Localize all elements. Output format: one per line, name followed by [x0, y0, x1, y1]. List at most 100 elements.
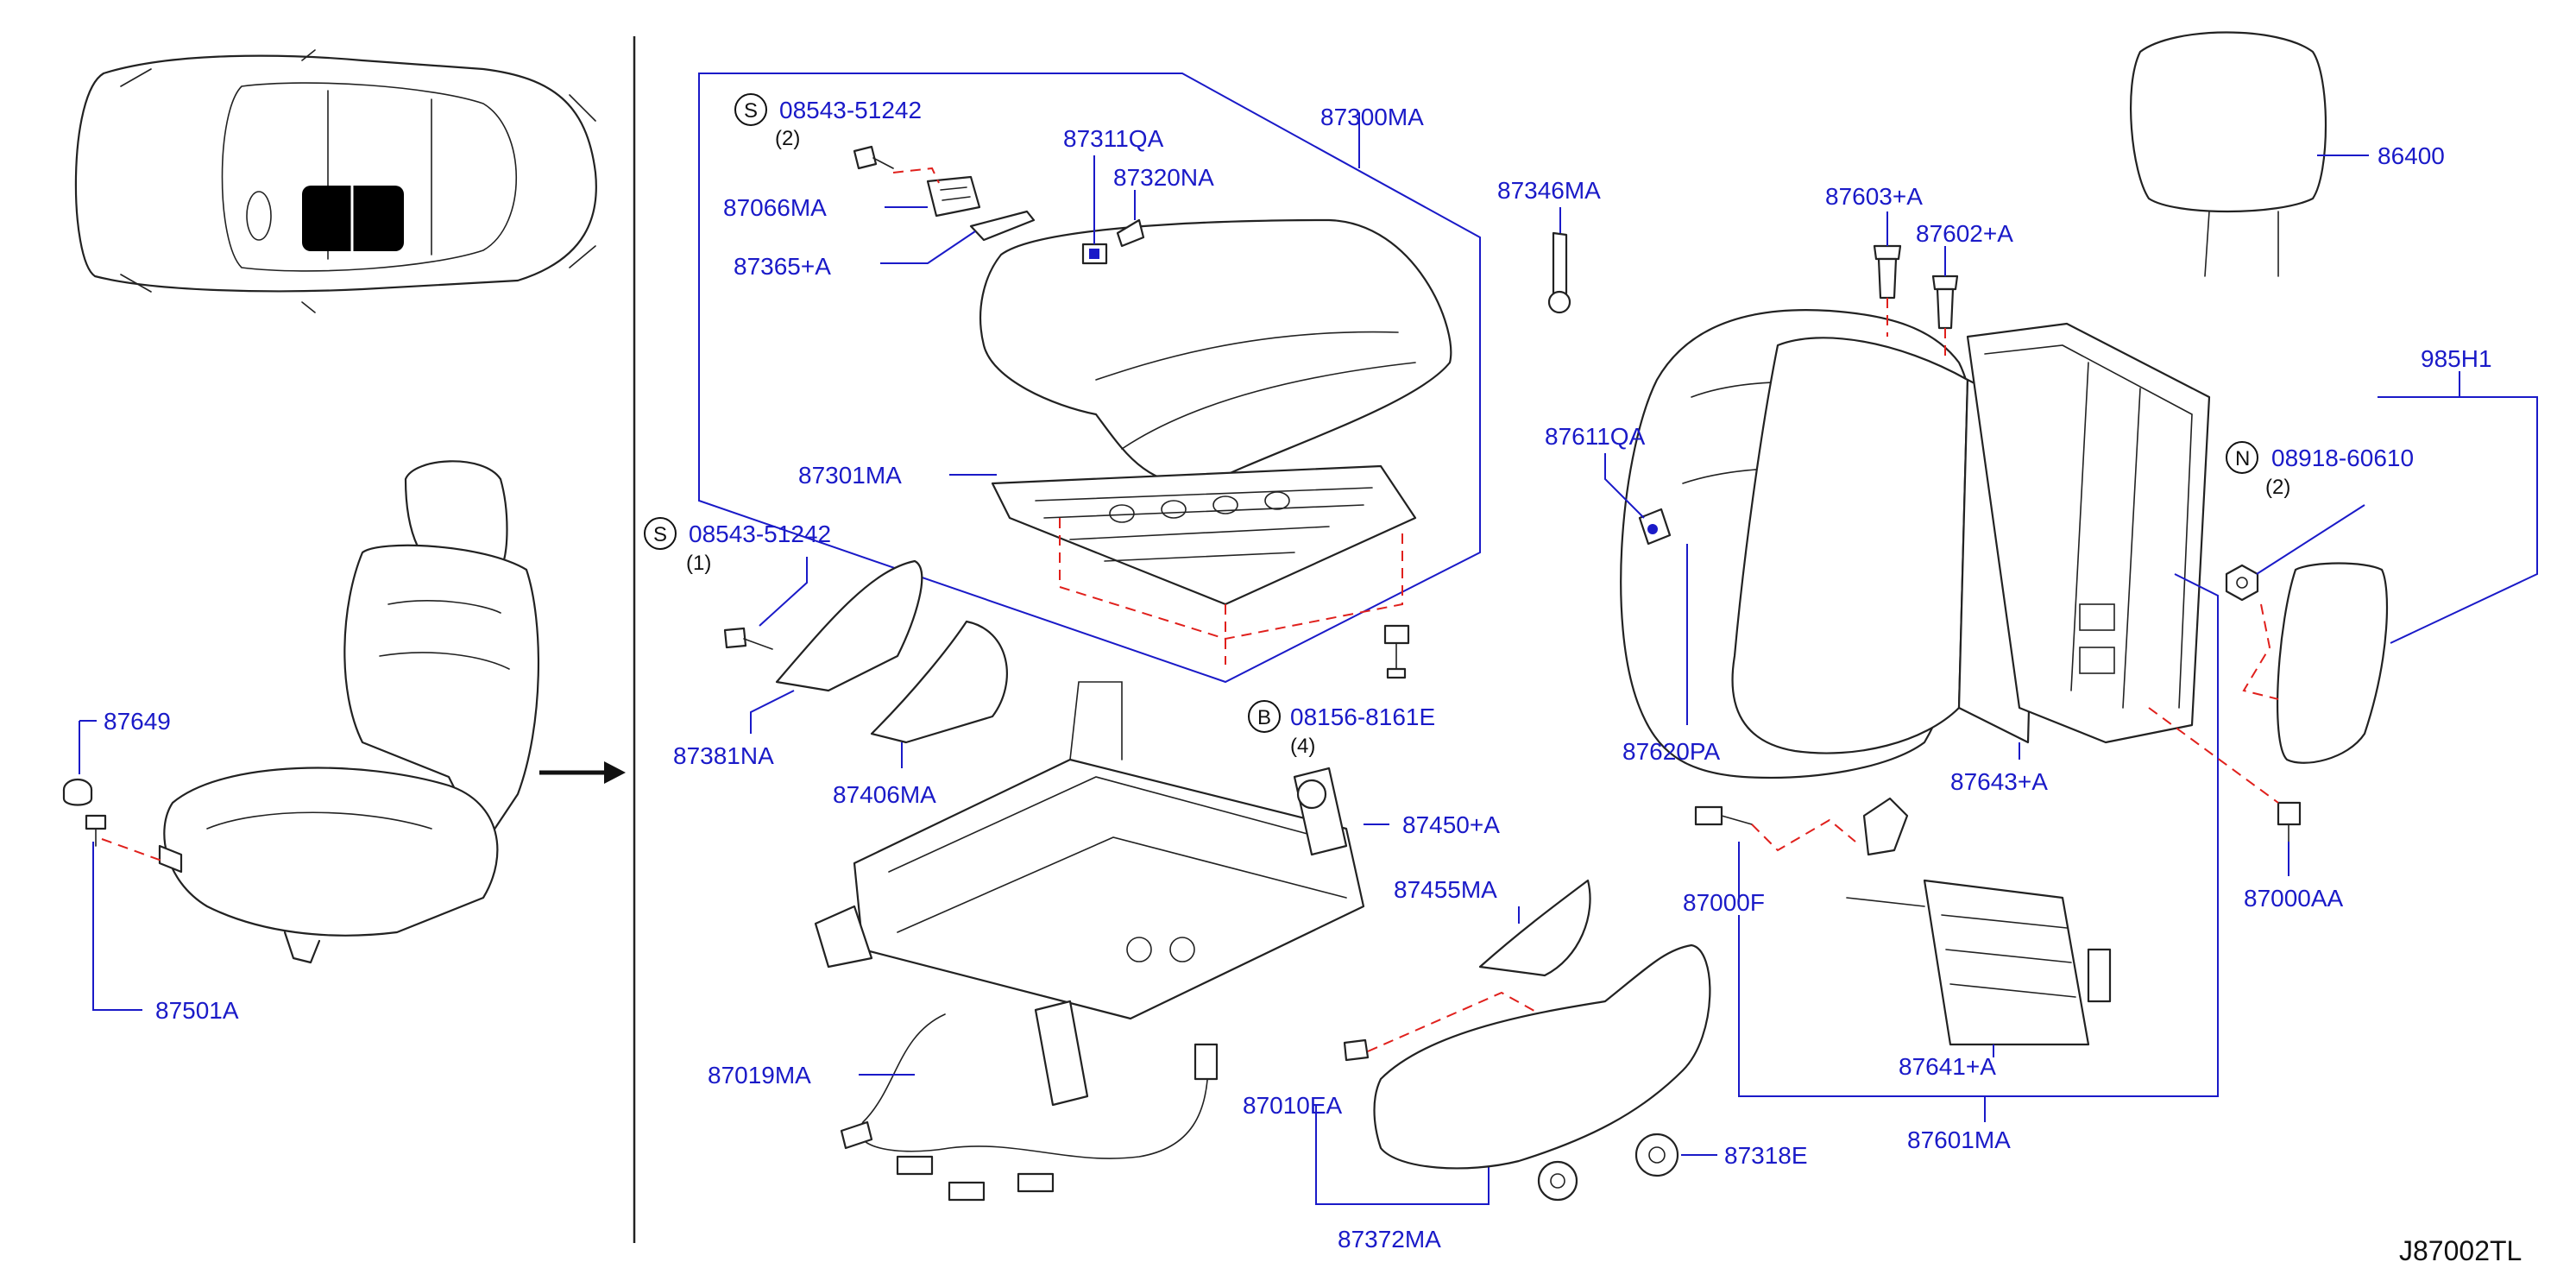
seat-cushion-pad	[979, 218, 1452, 486]
label-87455MA: 87455MA	[1394, 876, 1497, 903]
label-87000F: 87000F	[1683, 889, 1765, 916]
cover-87381NA-drawing	[775, 559, 923, 692]
n-symbol-icon	[2226, 441, 2258, 474]
cover-87406MA-drawing	[870, 620, 1008, 744]
label-985H1: 985H1	[2421, 345, 2492, 372]
harness-87019MA-drawing	[840, 1013, 1219, 1202]
label-87406MA: 87406MA	[833, 781, 936, 808]
leader-s2	[759, 557, 808, 627]
fastener-b1: B 08156-8161E (4)	[1248, 700, 1435, 758]
trim-87455MA-drawing	[1478, 879, 1591, 977]
svg-text:N: N	[2235, 447, 2250, 470]
link-87010EA	[1367, 991, 1580, 1052]
bolt-87000AA-drawing	[2277, 801, 2302, 842]
nut-n1-drawing	[2225, 564, 2259, 602]
fastener-s1: S 08543-51242 (2)	[734, 93, 922, 150]
link-n1	[2242, 603, 2279, 700]
link-87000AA	[2148, 707, 2279, 804]
lever-87346MA-drawing	[1547, 231, 1571, 314]
seat-back-frame-drawing	[1966, 322, 2211, 744]
label-87372MA: 87372MA	[1338, 1226, 1441, 1253]
label-87450A: 87450+A	[1402, 811, 1500, 838]
fastener-n1-part: 08918-60610	[2271, 445, 2414, 471]
knob-87318E-drawing	[1537, 1133, 1679, 1202]
fastener-b1-part: 08156-8161E	[1290, 704, 1435, 730]
seat-overview-illustration	[158, 460, 540, 964]
label-87649: 87649	[104, 708, 171, 735]
s-symbol-icon	[734, 93, 767, 126]
fastener-s2: S 08543-51242 (1)	[644, 517, 831, 575]
bolt-s2-drawing	[723, 627, 773, 650]
label-87602A: 87602+A	[1916, 220, 2013, 247]
leader-87365A	[880, 230, 976, 264]
cap-87649-drawing	[62, 778, 93, 806]
label-87019MA: 87019MA	[708, 1062, 811, 1089]
b-symbol-icon	[1248, 700, 1281, 733]
arrow-icon	[539, 761, 626, 784]
seat-adjuster-87450A-drawing	[814, 681, 1365, 1107]
label-87320NA: 87320NA	[1113, 164, 1214, 191]
label-87620PA: 87620PA	[1622, 738, 1720, 765]
label-87641A: 87641+A	[1899, 1053, 1996, 1080]
clip-87611QA-drawing	[1638, 508, 1672, 546]
side-airbag-985H1-drawing	[2277, 562, 2389, 764]
fastener-s1-qty: (2)	[775, 127, 800, 150]
label-87643A: 87643+A	[1950, 768, 2048, 795]
label-87010EA: 87010EA	[1243, 1092, 1343, 1119]
label-87603A: 87603+A	[1825, 183, 1923, 210]
recliner-link-drawing	[1862, 797, 1909, 856]
label-86400: 86400	[2378, 142, 2445, 169]
guide-87602A-drawing	[1931, 274, 1959, 330]
fastener-n1-qty: (2)	[2265, 476, 2290, 499]
link-87066MA	[892, 167, 940, 184]
trim-87365A-drawing	[969, 210, 1036, 242]
fastener-s1-part: 08543-51242	[779, 97, 922, 123]
clip-87010EA-drawing	[1343, 1038, 1370, 1062]
label-87301MA: 87301MA	[798, 462, 902, 489]
fastener-s2-part: 08543-51242	[689, 521, 831, 547]
label-87318E: 87318E	[1724, 1142, 1808, 1169]
bolt-87000F-drawing	[1694, 805, 1753, 826]
label-87365A: 87365+A	[734, 253, 831, 280]
bolt-b1-drawing	[1383, 624, 1410, 679]
label-87501A: 87501A	[155, 997, 239, 1024]
leader-87649	[79, 720, 97, 774]
leader-87501A	[92, 842, 142, 1011]
label-87000AA: 87000AA	[2244, 885, 2344, 912]
link-87501A	[101, 838, 165, 862]
svg-text:B: B	[1257, 706, 1271, 729]
s-symbol-icon	[644, 517, 677, 550]
guide-87603A-drawing	[1873, 244, 1902, 300]
bracket-87300MA	[698, 73, 1481, 684]
leader-87381NA	[750, 690, 795, 734]
link-87000F	[1751, 818, 1856, 852]
label-87300MA: 87300MA	[1320, 104, 1424, 130]
switch-87066MA-drawing	[926, 175, 981, 218]
diagram-code: J87002TL	[2399, 1235, 2522, 1266]
clip-87320NA-drawing	[1116, 218, 1145, 248]
svg-text:S: S	[653, 523, 667, 546]
label-87066MA: 87066MA	[723, 194, 827, 221]
bolt-s1-drawing	[853, 145, 894, 170]
label-87611QA: 87611QA	[1545, 423, 1646, 450]
fastener-n1: N 08918-60610 (2)	[2226, 441, 2414, 499]
car-top-view-locator	[74, 49, 597, 313]
side-cover-87372MA-drawing	[1373, 943, 1711, 1170]
label-87311QA: 87311QA	[1063, 125, 1164, 152]
bracket-985H1	[2378, 396, 2538, 644]
screw-87501A-drawing	[85, 814, 107, 847]
headrest-86400-drawing	[2130, 31, 2327, 277]
lumbar-87641A-drawing	[1846, 879, 2112, 1046]
leader-87611QA	[1604, 453, 1645, 519]
svg-text:S: S	[744, 99, 758, 123]
fastener-s2-qty: (1)	[686, 552, 711, 575]
fastener-b1-qty: (4)	[1290, 735, 1315, 758]
label-87381NA: 87381NA	[673, 742, 774, 769]
leader-n1	[2256, 504, 2365, 575]
leader-87372MA-bracket	[1315, 1105, 1490, 1205]
back-cover-drawing	[1731, 337, 1969, 754]
clip-87311QA-drawing	[1081, 243, 1108, 265]
cushion-frame-87301MA-drawing	[991, 464, 1417, 606]
